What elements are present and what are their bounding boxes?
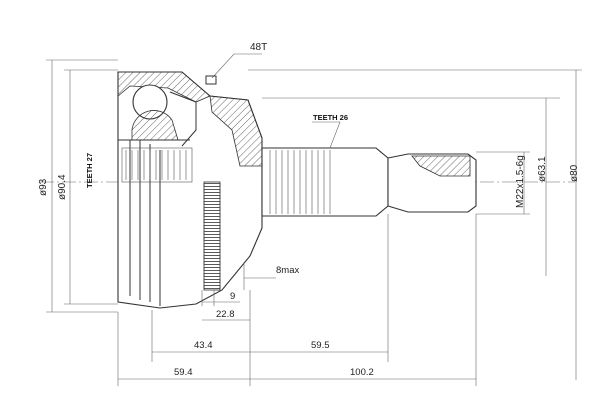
leader-48t [211, 53, 262, 79]
label-8max: 8max [276, 265, 299, 276]
housing-hatch-top [117, 71, 211, 103]
abs-ring-tooth [203, 273, 221, 277]
tooth-marker [205, 75, 217, 85]
abs-ring-tooth [203, 261, 221, 265]
abs-ring-tooth [203, 237, 221, 241]
label-dia-90-4: ø90.4 [57, 174, 68, 200]
label-dia-63-1: ø63.1 [537, 156, 548, 182]
housing-steps [129, 140, 161, 306]
cage-outline [169, 91, 197, 147]
inner-spline-teeth [125, 150, 187, 180]
abs-ring-tooth [203, 213, 221, 217]
abs-ring-tooth [203, 255, 221, 259]
abs-ring-tooth [203, 207, 221, 211]
abs-ring-tooth [203, 231, 221, 235]
label-59-5: 59.5 [311, 340, 330, 351]
label-dia-80: ø80 [569, 164, 580, 182]
label-teeth-27: TEETH 27 [85, 153, 94, 188]
threaded-end-hatch [411, 155, 471, 177]
label-100-2: 100.2 [350, 367, 374, 378]
inner-race-hatch [131, 110, 179, 141]
housing-hatch-right [209, 95, 263, 167]
label-43-4: 43.4 [194, 340, 213, 351]
abs-ring-tooth [203, 285, 221, 289]
label-teeth-26: TEETH 26 [313, 113, 348, 122]
abs-ring-tooth [203, 279, 221, 283]
label-59-4: 59.4 [174, 367, 193, 378]
label-48t: 48T [250, 42, 267, 53]
abs-ring-tooth [203, 219, 221, 223]
abs-ring-outline [203, 181, 221, 291]
shaft-spline-teeth [269, 150, 331, 214]
label-9: 9 [230, 291, 235, 302]
leader-teeth-26 [312, 121, 341, 149]
abs-ring-tooth [203, 249, 221, 253]
abs-ring-tooth [203, 267, 221, 271]
label-dia-93: ø93 [38, 178, 49, 196]
abs-ring-tooth [203, 183, 221, 187]
label-22-8: 22.8 [216, 309, 235, 320]
label-thread: M22x1.5-6g [515, 155, 526, 208]
inner-spline-bore [121, 147, 193, 183]
stub-shaft [261, 147, 389, 217]
abs-ring [203, 181, 221, 291]
abs-ring-tooth [203, 201, 221, 205]
abs-ring-tooth [203, 189, 221, 193]
abs-ring-tooth [203, 243, 221, 247]
abs-ring-tooth [203, 225, 221, 229]
abs-ring-tooth [203, 195, 221, 199]
